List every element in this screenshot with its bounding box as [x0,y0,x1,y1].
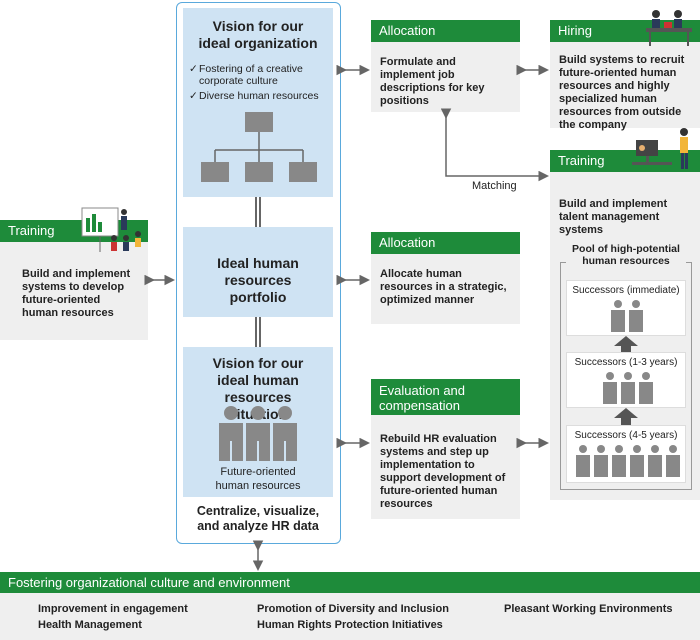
org-chart-icon [201,112,317,182]
hiring-box: Hiring Build systems to recruit future-o… [550,20,700,131]
presentation-illustration-icon [81,207,141,252]
interview-illustration-icon [646,10,692,46]
connector-line [255,197,257,227]
portfolio-title: Ideal human resources portfolio [217,255,299,305]
evaluation-text: Rebuild HR evaluation systems and step u… [380,433,506,510]
allocation-strategic-text: Allocate human resources in a strategic,… [380,268,507,306]
future-oriented-label: Future-oriented human resources [215,466,301,492]
culture-item: Improvement in engagement [38,603,188,615]
evaluation-box: Evaluation and compensation Rebuild HR e… [371,379,520,519]
allocation-strategic-box: Allocation Allocate human resources in a… [371,232,520,324]
portfolio-panel: Ideal human resources portfolio [183,227,333,317]
culture-item: Human Rights Protection Initiatives [257,619,443,631]
connector-line [255,317,257,347]
right-training-header: Training [550,150,700,172]
allocation-jobs-box: Allocation Formulate and implement job d… [371,20,520,112]
vision-organization-panel: Vision for our ideal organization ✓ Fost… [183,8,333,197]
vision-organization-title: Vision for our ideal organization [198,18,318,51]
people-group-icon [219,406,297,461]
talent-pool-title: Pool of high-potential human resources [566,243,686,267]
people-icon [611,300,643,332]
evaluation-header: Evaluation and compensation [371,379,520,415]
successors-1-3-label: Successors (1-3 years) [574,357,678,368]
check-item-diverse: ✓ Diverse human resources [189,90,319,102]
vision-situation-title: Vision for our ideal human resources sit… [212,355,304,422]
hiring-header: Hiring [550,20,700,42]
successors-4-5-label: Successors (4-5 years) [574,430,678,441]
culture-body [0,593,700,640]
successors-4-5-box: Successors (4-5 years) [566,425,686,483]
checkmark-icon: ✓ [189,90,198,102]
allocation-jobs-text: Formulate and implement job descriptions… [380,56,485,107]
up-arrow-icon [614,408,638,426]
successors-immediate-label: Successors (immediate) [572,285,680,296]
culture-item: Health Management [38,619,142,631]
people-icon [603,372,653,404]
connector-line [259,197,261,227]
successors-immediate-box: Successors (immediate) [566,280,686,336]
checkmark-icon: ✓ [189,63,198,75]
allocation-strategic-header: Allocation [371,232,520,254]
up-arrow-icon [614,336,638,354]
matching-label: Matching [472,180,517,192]
successors-1-3-box: Successors (1-3 years) [566,352,686,408]
check-item-culture: ✓ Fostering of a creative corporate cult… [189,63,303,87]
center-footer-text: Centralize, visualize, and analyze HR da… [196,504,320,533]
culture-item: Pleasant Working Environments [504,603,673,615]
culture-item: Promotion of Diversity and Inclusion [257,603,449,615]
allocation-jobs-header: Allocation [371,20,520,42]
vision-situation-panel: Vision for our ideal human resources sit… [183,347,333,497]
hiring-text: Build systems to recruit future-oriented… [559,54,685,131]
workstation-illustration-icon [632,128,688,169]
people-icon [576,445,680,477]
connector-line [259,317,261,347]
culture-header: Fostering organizational culture and env… [0,572,700,593]
right-training-text: Build and implement talent management sy… [559,198,668,236]
left-training-text: Build and implement systems to develop f… [22,268,131,319]
